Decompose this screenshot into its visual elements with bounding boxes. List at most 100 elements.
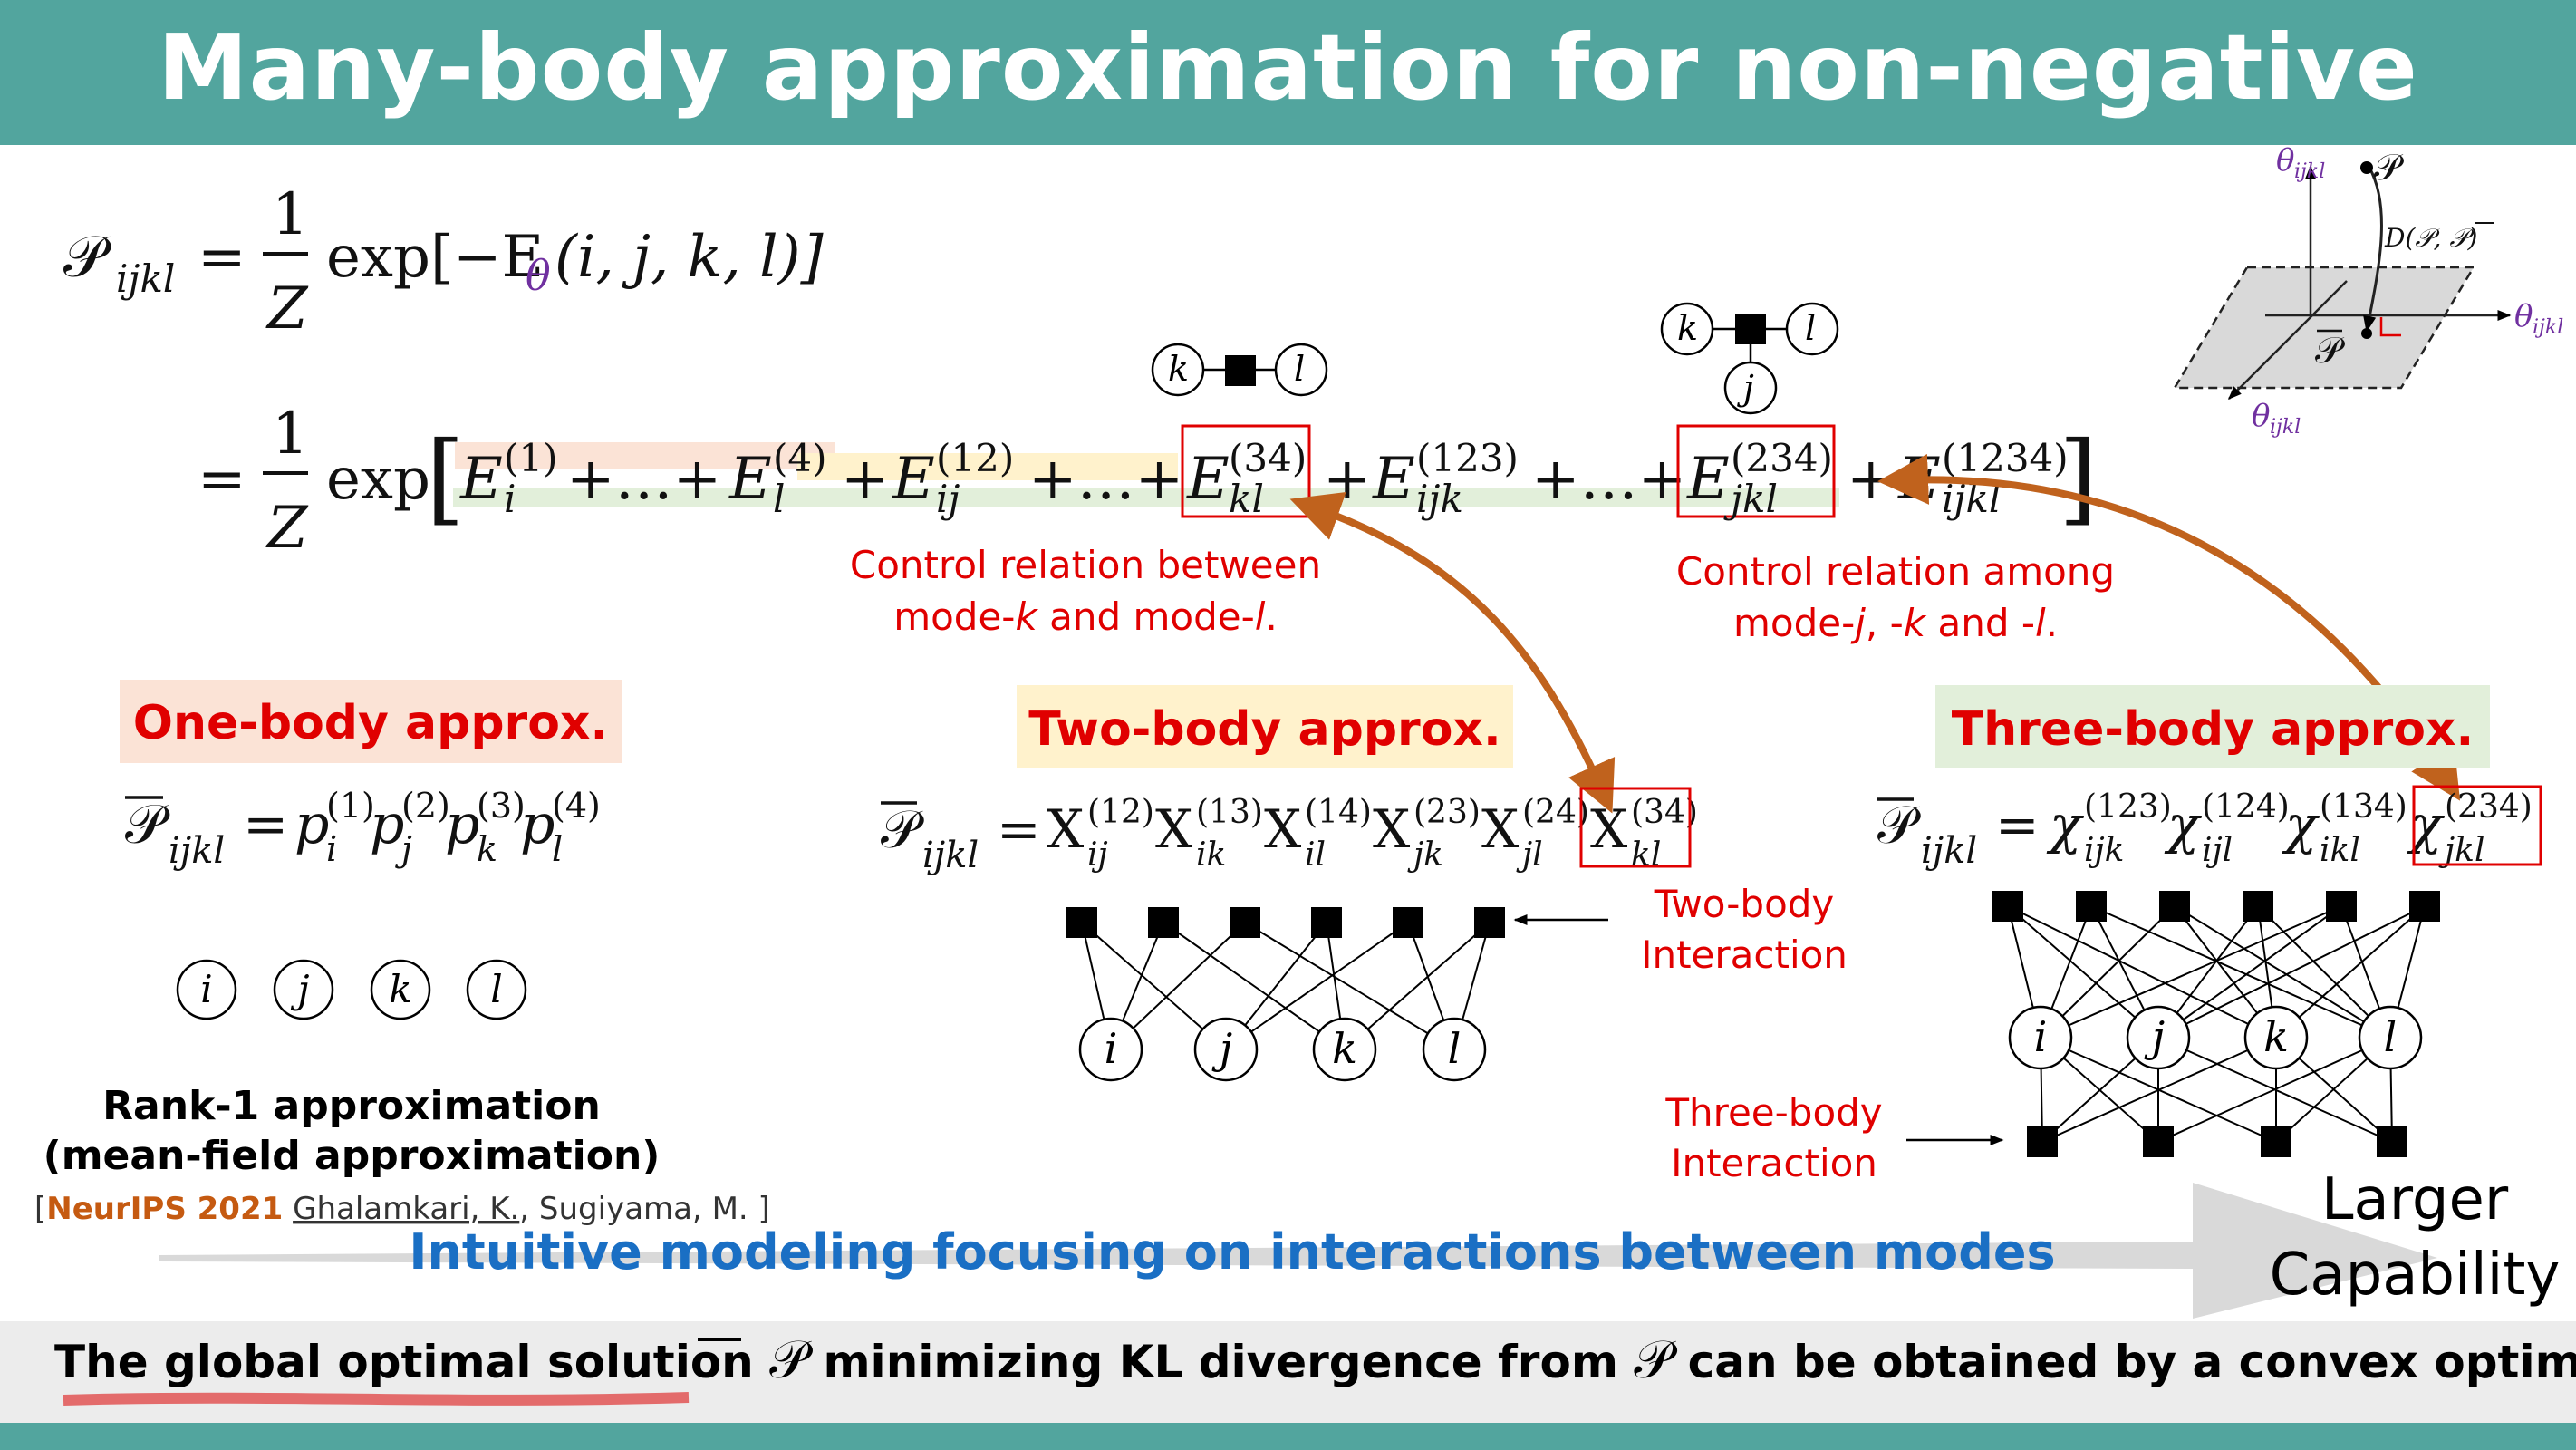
three-body-interaction-label: Three-body Interaction: [1664, 1090, 1882, 1185]
bottom-bar: [0, 1423, 2576, 1450]
svg-text:p: p: [294, 793, 329, 856]
one-body-nodes: i j k l: [176, 959, 527, 1020]
svg-text:(134): (134): [2320, 788, 2407, 826]
svg-text:Two-body: Two-body: [1654, 882, 1835, 926]
svg-text:k: k: [1168, 349, 1189, 389]
svg-text:+: +: [1847, 446, 1896, 513]
svg-text:X: X: [1155, 798, 1193, 860]
svg-text:χ: χ: [2407, 794, 2445, 856]
svg-text:k: k: [477, 829, 497, 869]
header-bar: [0, 0, 2576, 145]
svg-text:i: i: [200, 967, 212, 1011]
svg-text:+…+: +…+: [1531, 446, 1686, 513]
svg-text:k: k: [1332, 1024, 1357, 1073]
svg-text:X: X: [1590, 798, 1628, 860]
svg-text:ij: ij: [1087, 836, 1108, 874]
eq-frac-den: Z: [265, 276, 309, 343]
svg-text:Interaction: Interaction: [1671, 1141, 1877, 1185]
svg-text:ijk: ijk: [1416, 477, 1463, 521]
svg-text:Rank-1 approximation: Rank-1 approximation: [102, 1083, 601, 1129]
svg-text:Capability: Capability: [2270, 1242, 2561, 1309]
svg-text:(12): (12): [1087, 794, 1154, 831]
eq-exp-args: (i, j, k, l)]: [555, 224, 825, 291]
equation-line2: = 1 Z exp [ E (1) i +…+ E (4) l + E (12)…: [198, 401, 2098, 562]
svg-text:E: E: [1186, 446, 1230, 513]
eq-frac-num: 1: [272, 181, 309, 248]
larger-capability-label: Larger Capability: [2270, 1166, 2561, 1309]
svg-text:=: =: [198, 446, 246, 513]
svg-text:E: E: [1372, 446, 1415, 513]
svg-text:]: ]: [2059, 420, 2098, 536]
svg-text:ikl: ikl: [2320, 832, 2360, 869]
callout-two-body: Control relation between mode-k and mode…: [850, 543, 1321, 639]
svg-text:Z: Z: [265, 495, 309, 562]
svg-text:X: X: [1373, 798, 1411, 860]
svg-text:l: l: [773, 477, 785, 521]
eq-exp-head: exp[−E: [326, 224, 544, 291]
eq-lhs: 𝒫: [63, 224, 111, 291]
svg-text:Interaction: Interaction: [1641, 933, 1848, 977]
svg-text:+…+: +…+: [1028, 446, 1183, 513]
svg-text:k: k: [2263, 1012, 2289, 1061]
svg-text:ijkl: ijkl: [2270, 416, 2301, 439]
svg-text:i: i: [326, 829, 337, 869]
one-body-title: One-body approx.: [133, 696, 608, 750]
projection-inset: θ ijkl θ ijkl θ ijkl 𝒫 𝒫 D(𝒫, 𝒫): [2172, 142, 2563, 439]
svg-text:ijkl: ijkl: [169, 830, 225, 872]
svg-text:χ: χ: [2282, 794, 2320, 856]
mini-graph-three-body: k l j: [1660, 302, 1839, 415]
eq-theta: θ: [526, 251, 551, 300]
svg-text:jkl: jkl: [2438, 832, 2485, 869]
svg-text:θ: θ: [2514, 298, 2533, 334]
node-i: [176, 959, 237, 1020]
svg-text:p: p: [445, 793, 479, 856]
svg-text:ijl: ijl: [2202, 832, 2233, 869]
svg-text:𝒫: 𝒫: [2315, 330, 2345, 372]
svg-text:i: i: [1105, 1024, 1118, 1073]
svg-text:(4): (4): [773, 436, 827, 480]
svg-text:p: p: [520, 793, 555, 856]
svg-text:k: k: [389, 967, 411, 1011]
svg-text:(1): (1): [326, 786, 375, 826]
svg-text:(4): (4): [552, 786, 601, 826]
svg-text:(mean-field approximation): (mean-field approximation): [43, 1133, 661, 1179]
two-body-title: Two-body approx.: [1028, 702, 1500, 757]
capability-arrow: [159, 1183, 2437, 1319]
svg-text:=: =: [243, 793, 288, 856]
svg-text:exp: exp: [326, 446, 430, 513]
svg-text:jk: jk: [1407, 836, 1443, 874]
three-body-title: Three-body approx.: [1952, 702, 2475, 757]
two-body-title-bg: [1017, 685, 1513, 768]
svg-text:ijkl: ijkl: [1921, 830, 1977, 872]
svg-text:𝒫: 𝒫: [125, 793, 170, 856]
box-chi234: [2412, 785, 2542, 866]
svg-text:(13): (13): [1196, 794, 1263, 831]
citation: [NeurIPS 2021 Ghalamkari, K., Sugiyama, …: [34, 1191, 770, 1227]
svg-text:E: E: [892, 446, 935, 513]
svg-text:(234): (234): [2445, 788, 2533, 826]
svg-text:𝒫: 𝒫: [1877, 794, 1921, 856]
svg-text:l: l: [1294, 349, 1305, 389]
one-body-formula: 𝒫 ijkl = p (1) i p (2) j p (3) k p (4) l: [125, 786, 601, 872]
box-e34: [1181, 424, 1311, 518]
svg-text:+: +: [841, 446, 890, 513]
svg-text:χ: χ: [2164, 794, 2202, 856]
svg-text:Control relation between: Control relation between: [850, 543, 1321, 587]
three-body-title-bg: [1935, 685, 2490, 768]
one-body-title-bg: [120, 680, 622, 763]
three-body-formula: 𝒫 ijkl = χ χ χ χ (123) ijk (124) ijl (13…: [1877, 785, 2542, 872]
svg-text:l: l: [490, 967, 502, 1011]
svg-text:(14): (14): [1305, 794, 1372, 831]
svg-text:(34): (34): [1631, 794, 1698, 831]
svg-text:(3): (3): [477, 786, 526, 826]
highlight-two-body: [797, 453, 1178, 480]
callout-three-body: Control relation among mode-j, -k and -l…: [1676, 549, 2115, 645]
two-body-interaction-label: Two-body Interaction: [1641, 882, 1848, 977]
svg-text:[: [: [426, 420, 465, 536]
svg-text:mode-j, -k and -l.: mode-j, -k and -l.: [1733, 601, 2058, 645]
box-x34: [1579, 787, 1692, 868]
svg-text:(123): (123): [1416, 436, 1519, 480]
svg-text:(123): (123): [2084, 788, 2172, 826]
svg-text:il: il: [1305, 836, 1326, 874]
